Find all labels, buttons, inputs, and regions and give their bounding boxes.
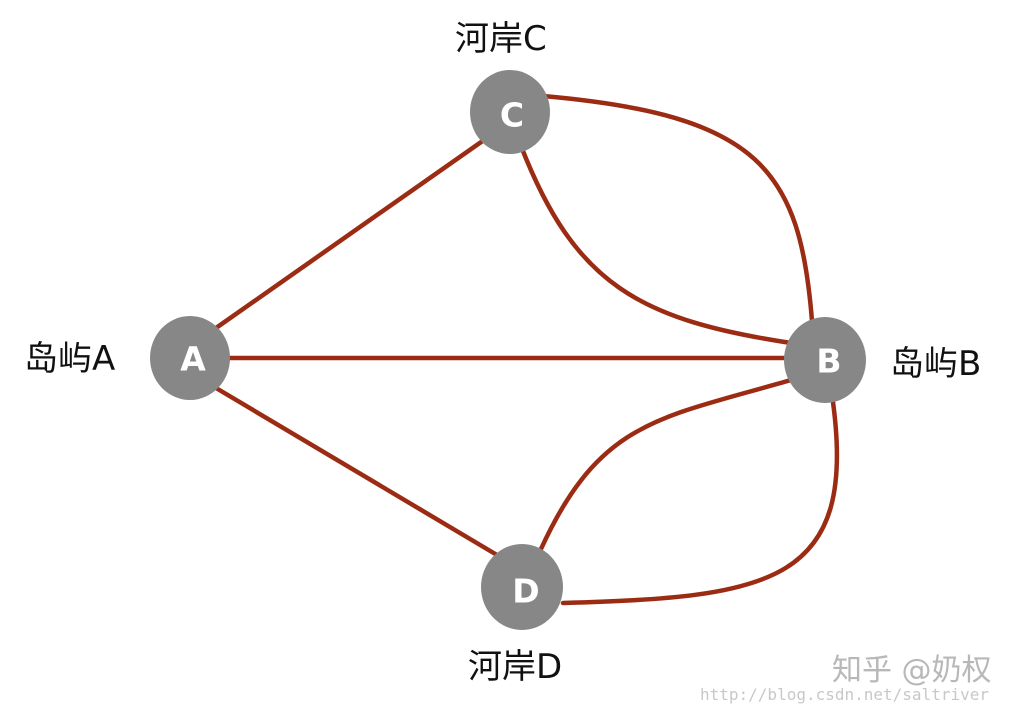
edge-a-d [213,385,500,558]
node-d-letter: D [512,572,539,611]
node-b: B [784,317,866,403]
node-b-letter: B [816,342,841,381]
node-d: D [481,544,563,630]
edge-c-b-inner [518,143,794,346]
node-c: C [470,70,550,154]
node-d-circle [481,544,563,630]
edge-a-c [213,137,487,331]
caption-bank-d: 河岸D [468,647,562,687]
caption-bank-c: 河岸C [455,19,547,59]
node-a: A [150,316,230,400]
edge-c-b-outer [540,93,815,324]
edges [213,93,840,606]
caption-island-a: 岛屿A [24,339,115,379]
node-c-circle [470,70,550,154]
watermark-url: http://blog.csdn.net/saltriver [700,685,989,704]
node-b-circle [784,317,866,403]
node-a-circle [150,316,230,400]
edge-d-b-outer [560,392,840,606]
watermark-source: 知乎 @奶权 [832,653,992,688]
caption-island-b: 岛屿B [890,344,981,384]
edge-d-b-inner [538,377,794,552]
node-c-letter: C [500,96,524,135]
node-a-letter: A [180,340,206,379]
